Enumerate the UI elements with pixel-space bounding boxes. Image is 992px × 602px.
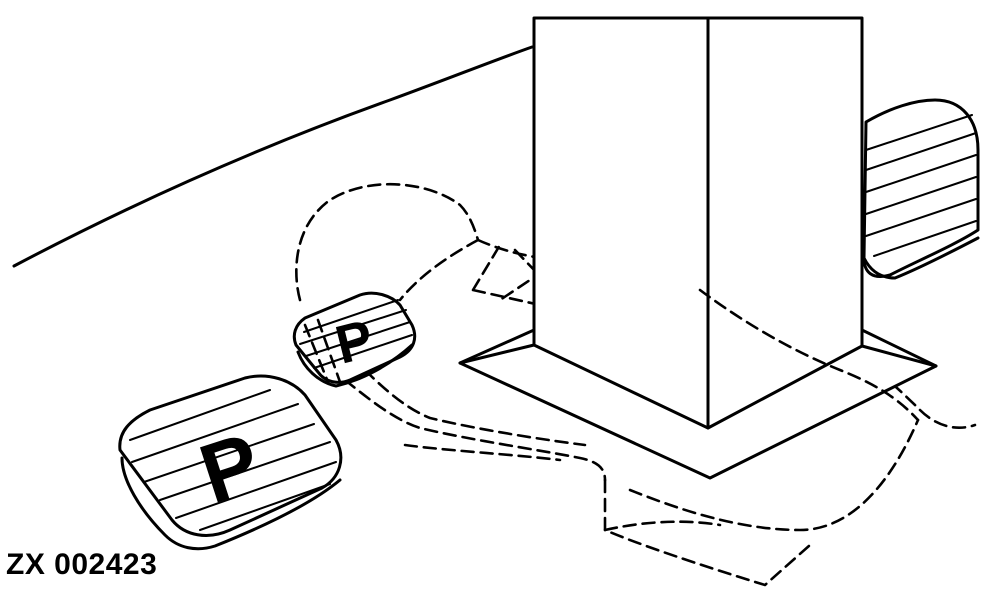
rear-pedal-right <box>862 98 980 280</box>
small-pedal: P <box>292 291 417 388</box>
floor-edge-curve <box>12 45 534 268</box>
figure-reference-code: ZX 002423 <box>6 548 158 581</box>
pillar <box>532 16 864 430</box>
large-pedal: P <box>118 374 343 551</box>
hidden-linkage <box>698 288 920 422</box>
